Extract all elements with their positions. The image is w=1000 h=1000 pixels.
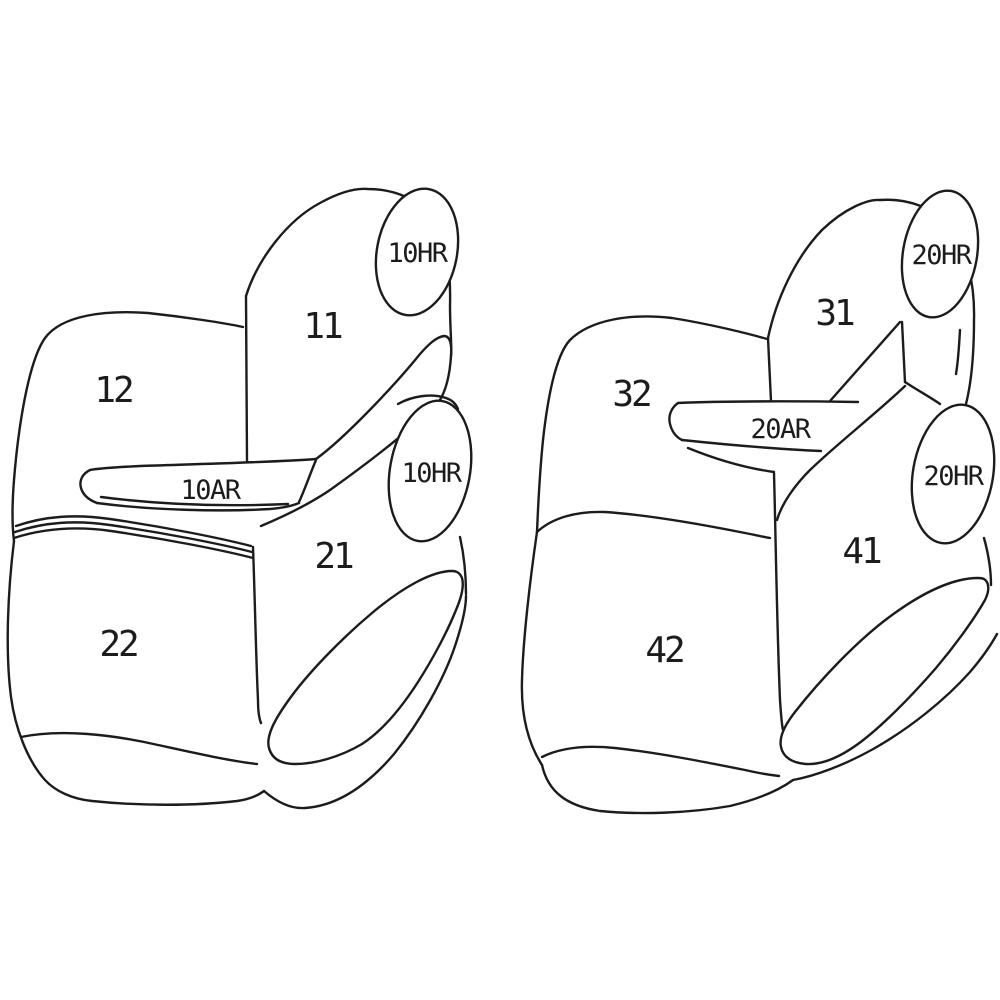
cushion-42-front-roll-seam bbox=[540, 745, 781, 778]
cushion-21-22-boundary bbox=[251, 545, 263, 725]
seatback-12-outline bbox=[11, 311, 245, 543]
right-seat-group: 20HR 20HR 31 32 20AR 41 42 bbox=[520, 189, 999, 815]
headrest-20hr-top-ellipse bbox=[900, 189, 980, 319]
left-seat-group: 10HR 10HR 11 12 10AR 21 22 bbox=[6, 187, 473, 810]
headrest-20hr-top-label: 20HR bbox=[911, 240, 972, 271]
seam-line-2 bbox=[13, 521, 254, 554]
cushion-41-bolster-diagonal bbox=[775, 384, 907, 522]
seatback-31-side-seam bbox=[954, 328, 962, 376]
armrest-20ar-label: 20AR bbox=[750, 414, 811, 445]
seatback-32-outline bbox=[535, 315, 769, 534]
cushion-41-front-bolster bbox=[779, 576, 990, 766]
seatback-12-label: 12 bbox=[94, 370, 132, 411]
headrest-10hr-top-label: 10HR bbox=[387, 238, 448, 269]
cushion-21-outer-bottom bbox=[262, 594, 468, 810]
headrest-20hr-front-ellipse bbox=[910, 403, 996, 545]
seatback-32-label: 32 bbox=[612, 374, 650, 415]
cushion-21-front-bolster bbox=[267, 569, 464, 766]
headrest-10hr-front-ellipse bbox=[387, 399, 473, 543]
armrest-10ar-top bbox=[88, 457, 318, 472]
headrest-20hr-front-label: 20HR bbox=[923, 461, 984, 492]
headrest-10hr-front-label: 10HR bbox=[401, 458, 462, 489]
seatback-31-label: 31 bbox=[815, 293, 854, 334]
seatback-11-left-edge bbox=[244, 294, 249, 463]
cushion-21-shoulder-arc bbox=[396, 394, 460, 411]
seatback-31-left-edge bbox=[766, 336, 773, 403]
cushion-42-label: 42 bbox=[645, 630, 683, 671]
cushion-22-front-roll-seam bbox=[19, 731, 259, 766]
armrest-10ar-left-cap bbox=[79, 468, 99, 505]
cushion-42-left-edge bbox=[520, 530, 544, 767]
headrest-10hr-top-ellipse bbox=[374, 187, 460, 317]
seatback-31-top-right-edge bbox=[766, 198, 976, 406]
cushion-41-label: 41 bbox=[842, 531, 881, 572]
recess-wedge-diagonal bbox=[828, 320, 902, 403]
cushion-22-outline bbox=[6, 539, 266, 806]
armrest-10ar-end-edge bbox=[297, 458, 318, 504]
cushion-42-bottom bbox=[540, 763, 795, 815]
cushion-41-right-edge bbox=[982, 536, 993, 587]
cushion-22-label: 22 bbox=[99, 624, 137, 665]
armrest-20ar-top bbox=[676, 400, 860, 405]
armrest-20ar-bottom bbox=[680, 438, 823, 453]
cushion-41-42-boundary bbox=[772, 471, 785, 732]
cushion-21-bolster-upper bbox=[314, 334, 453, 461]
cushion-41-shoulder-arc bbox=[903, 380, 942, 406]
armrest-20ar-left-cap bbox=[668, 401, 684, 442]
armrest-10ar-label: 10AR bbox=[180, 475, 241, 506]
seatback-11-label: 11 bbox=[303, 306, 342, 347]
armrest-20ar-side-seam bbox=[686, 446, 776, 474]
cushion-21-label: 21 bbox=[314, 536, 353, 577]
armrest-10ar-bottom bbox=[95, 501, 301, 512]
recess-wedge-vertical bbox=[900, 320, 907, 384]
armrest-10ar-seam bbox=[99, 495, 290, 507]
cushion-21-right-edge bbox=[458, 535, 468, 596]
seam-32-42 bbox=[535, 510, 772, 540]
cushion-41-outer-bottom bbox=[791, 632, 999, 782]
seam-line-3 bbox=[12, 527, 255, 560]
seam-line-1 bbox=[14, 515, 253, 548]
